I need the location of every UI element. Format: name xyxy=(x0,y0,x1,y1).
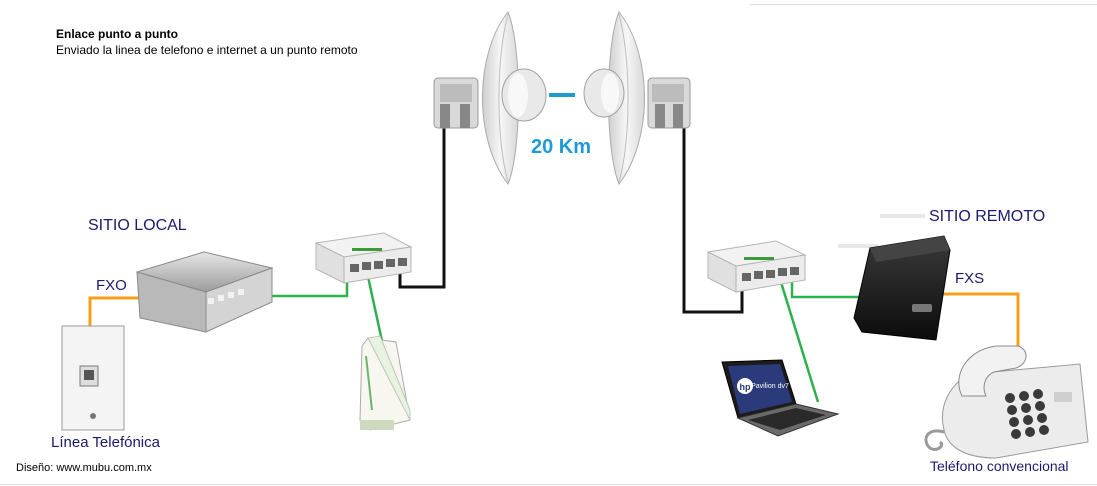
wifi-router-icon xyxy=(359,335,411,431)
antenna-icon xyxy=(583,11,691,185)
phone-cable-fxs xyxy=(940,292,1020,352)
switch-icon xyxy=(706,240,807,293)
diagram-subtitle: Enviado la linea de telefono e internet … xyxy=(56,43,358,57)
svg-text:hp: hp xyxy=(740,382,751,392)
telephone-icon xyxy=(924,345,1089,459)
backbone-cable-right xyxy=(682,128,744,314)
fxs-port-label: FXS xyxy=(955,270,985,287)
wall-jack-icon xyxy=(61,325,125,431)
design-credit: Diseño: www.mubu.com.mx xyxy=(16,462,152,474)
switch-icon xyxy=(314,232,413,284)
ethernet-cable-laptop xyxy=(778,278,820,403)
fxo-gateway-icon xyxy=(135,251,274,333)
link-distance-label: 20 Km xyxy=(531,136,592,158)
fxs-gateway-icon xyxy=(838,214,951,341)
conventional-phone-label: Teléfono convencional xyxy=(930,458,1069,474)
phone-line-label: Línea Telefónica xyxy=(51,434,160,451)
remote-site-label: SITIO REMOTO xyxy=(929,208,1046,225)
backbone-cable-left xyxy=(398,128,446,289)
diagram-title: Enlace punto a punto xyxy=(56,27,178,41)
cables xyxy=(88,93,1020,403)
ethernet-cable-gateway-remote xyxy=(790,279,860,299)
frame-line-top xyxy=(750,4,1097,5)
fxo-port-label: FXO xyxy=(96,277,127,294)
antenna-icon xyxy=(433,11,547,185)
local-site-label: SITIO LOCAL xyxy=(88,217,187,234)
laptop-icon: hp Pavilion dv7 xyxy=(721,359,840,437)
laptop-brand: Pavilion dv7 xyxy=(751,383,789,390)
ethernet-cable-router xyxy=(365,271,386,351)
frame-line-bottom xyxy=(0,484,1097,485)
